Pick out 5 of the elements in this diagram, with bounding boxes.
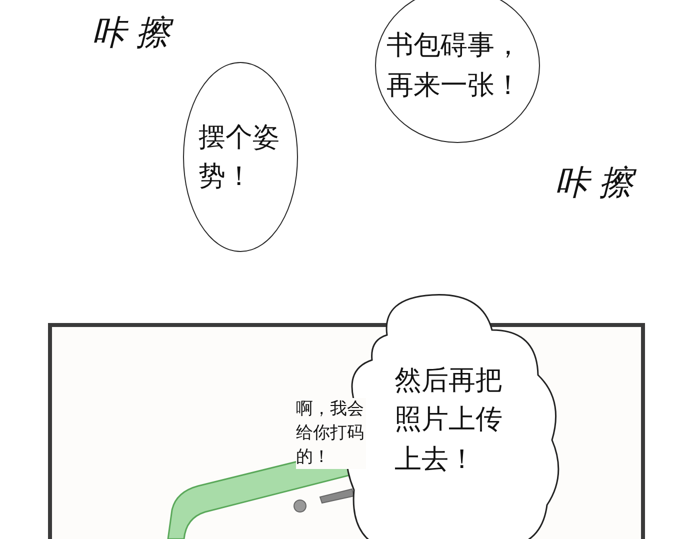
speech-bubble: 摆个姿势！ (183, 62, 298, 252)
speech-text: 啊，我会给你打码的！ (296, 398, 366, 470)
speech-bubble: 书包碍事，再来一张！ (375, 0, 540, 143)
sound-effect-text: 咔擦 (555, 162, 643, 205)
sound-effect-text: 咔擦 (92, 12, 180, 55)
